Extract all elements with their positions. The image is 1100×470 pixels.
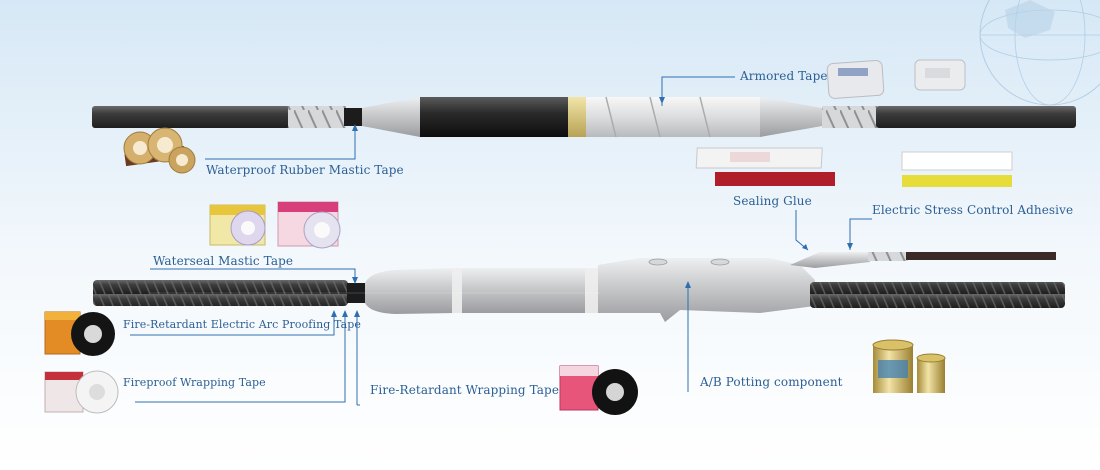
globe-icon	[979, 0, 1100, 106]
sealing-glue-product	[695, 147, 835, 186]
label-ab-potting-component: A/B Potting component	[700, 375, 843, 389]
stress-control-product	[901, 151, 1013, 187]
upper-right-cone	[760, 97, 822, 137]
armored-tape-product	[826, 59, 966, 99]
label-electric-stress-control-adhesive: Electric Stress Control Adhesive	[872, 203, 1074, 217]
potting-cans-product	[872, 339, 946, 393]
upper-left-cone	[362, 97, 420, 137]
leader-arrowheads	[331, 97, 853, 317]
label-fire-retardant-arc-proofing-tape: Fire-Retardant Electric Arc Proofing Tap…	[123, 318, 362, 331]
label-fireproof-wrapping-tape: Fireproof Wrapping Tape	[123, 376, 266, 389]
lower-left-cable	[93, 280, 348, 306]
upper-left-cable	[92, 106, 290, 128]
leader-lines	[130, 76, 872, 406]
leader-armored	[661, 76, 735, 106]
leader-stress-control	[849, 218, 872, 250]
armored-sleeve	[586, 97, 761, 137]
leader-fireproof	[135, 311, 346, 403]
leader-waterproof	[205, 126, 356, 160]
upper-right-wrap	[822, 106, 877, 128]
lower-main-body	[455, 268, 605, 313]
branch-wrap	[868, 252, 908, 261]
label-fire-retardant-wrapping-tape: Fire-Retardant Wrapping Tape	[370, 383, 560, 397]
arc-proofing-tape-product	[44, 311, 115, 356]
leader-arc-proofing	[130, 311, 335, 336]
fire-retardant-tape-product	[559, 365, 638, 415]
upper-left-wrap	[288, 106, 346, 128]
lower-right-cable	[810, 282, 1065, 308]
branch-cable	[906, 252, 1056, 260]
upper-gold-band	[568, 97, 588, 137]
upper-cable-joint	[92, 96, 1076, 138]
waterseal-tape-band	[347, 283, 365, 303]
label-waterseal-mastic-tape: Waterseal Mastic Tape	[153, 254, 294, 268]
branch-sleeve	[790, 252, 870, 268]
lower-cable-joint	[93, 252, 1065, 322]
fireproof-tape-product	[44, 370, 119, 414]
waterproof-tape-product	[123, 127, 196, 174]
upper-black-sleeve	[420, 97, 570, 137]
waterproof-tape-band	[344, 108, 362, 126]
lower-left-cone	[365, 268, 455, 314]
waterseal-tape-product	[209, 201, 341, 249]
label-sealing-glue: Sealing Glue	[733, 194, 812, 208]
label-armored-tape: Armored Tape	[740, 69, 828, 83]
label-waterproof-rubber-mastic-tape: Waterproof Rubber Mastic Tape	[206, 163, 404, 177]
upper-right-cable	[876, 106, 1076, 128]
potting-housing	[598, 258, 815, 322]
